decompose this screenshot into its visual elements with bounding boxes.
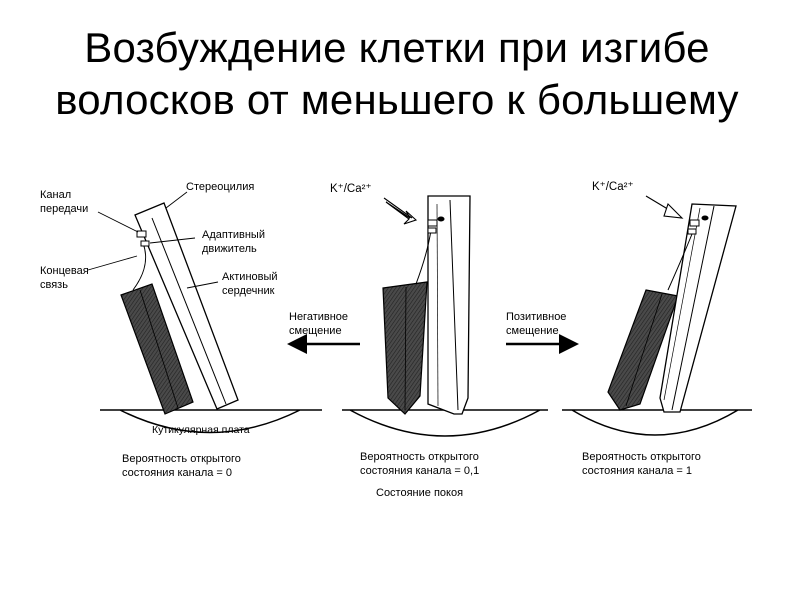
label-negative-1: Негативное: [289, 311, 348, 323]
label-motor-1: Адаптивный: [202, 229, 265, 241]
label-actin-1: Актиновый: [222, 271, 278, 283]
label-channel-2: передачи: [40, 203, 88, 215]
short-stereocilium: [120, 283, 194, 415]
tall-stereocilium-2: [427, 195, 471, 415]
transduction-channel-3: [689, 219, 700, 227]
panel-3-prob-2: состояния канала = 1: [582, 465, 692, 477]
cuticular-plate-2: [342, 409, 548, 437]
tip-link-2: [415, 229, 432, 285]
label-ion-right: K⁺/Ca²⁺: [592, 181, 634, 193]
panel-2-prob-1: Вероятность открытого: [360, 451, 479, 463]
tip-link: [132, 242, 147, 291]
label-negative-2: смещение: [289, 325, 342, 337]
panel-resting: K⁺/Ca²⁺ Вероятность открытого состояния …: [330, 183, 548, 499]
label-cuticular: Кутикулярная плата: [152, 424, 250, 436]
motor-dot-3: [701, 215, 709, 221]
label-actin-2: сердечник: [222, 285, 275, 297]
positive-deflection-arrow: Позитивное смещение: [506, 311, 579, 354]
tip-link-3: [667, 233, 693, 291]
label-tip-link-1: Концевая: [40, 265, 89, 277]
label-tip-link-2: связь: [40, 279, 68, 291]
label-motor-2: движитель: [202, 243, 257, 255]
title-line-2: волосков от меньшего к большему: [55, 76, 739, 123]
ion-arrow-mid: [385, 201, 418, 225]
label-positive-1: Позитивное: [506, 311, 566, 323]
label-stereocilia: Стереоцилия: [186, 181, 254, 193]
panel-3-prob-1: Вероятность открытого: [582, 451, 701, 463]
transduction-channel: [136, 230, 147, 238]
panel-1-prob-1: Вероятность открытого: [122, 453, 241, 465]
cuticular-plate: [100, 409, 322, 434]
cuticular-plate-3: [562, 409, 752, 436]
short-stereocilium-3: [607, 289, 679, 411]
panel-positive: K⁺/Ca²⁺ Вероятность открытого состояния …: [562, 181, 752, 477]
negative-deflection-arrow: Негативное смещение: [287, 311, 360, 354]
title-line-1: Возбуждение клетки при изгибе: [84, 24, 710, 71]
panel-1-prob-2: состояния канала = 0: [122, 467, 232, 479]
slide-title: Возбуждение клетки при изгибе волосков о…: [0, 22, 794, 126]
label-ion-mid: K⁺/Ca²⁺: [330, 183, 372, 195]
short-stereocilium-2: [382, 281, 428, 415]
actin-core-3: [671, 205, 715, 411]
label-channel-1: Канал: [40, 189, 71, 201]
tall-stereocilium-3: [659, 203, 737, 413]
panel-negative: Канал передачи Стереоцилия Адаптивный дв…: [40, 181, 322, 479]
actin-core-2: [449, 199, 459, 411]
panel-2-prob-2: состояния канала = 0,1: [360, 465, 479, 477]
actin-core: [151, 217, 227, 405]
panel-2-state: Состояние покоя: [376, 487, 463, 499]
label-positive-2: смещение: [506, 325, 559, 337]
adaptation-motor-2: [427, 227, 437, 234]
adaptation-motor-3: [687, 228, 697, 235]
motor-dot-2: [437, 216, 445, 222]
transduction-channel-2: [427, 219, 438, 227]
adaptation-motor: [140, 240, 150, 247]
